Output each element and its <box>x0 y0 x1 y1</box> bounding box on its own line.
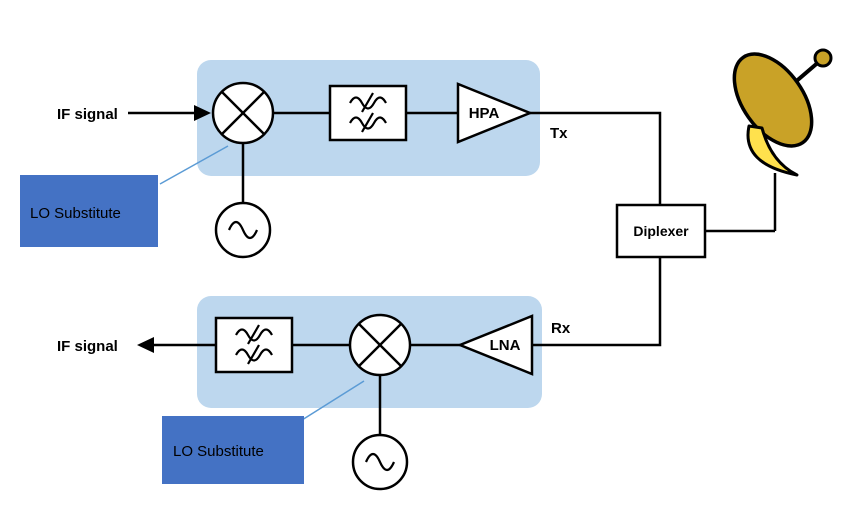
lo-substitute-label: LO Substitute <box>30 205 121 222</box>
rx-oscillator-icon <box>351 375 409 491</box>
tx-mixer-icon <box>211 81 275 145</box>
tx-chain-group <box>128 81 662 259</box>
callout-line <box>159 145 229 185</box>
satellite-dish-icon <box>732 48 833 177</box>
rx-output-label: IF signal <box>57 338 118 355</box>
diplexer-group <box>615 173 777 259</box>
rx-mixer-icon <box>348 313 412 377</box>
lo-substitute-box <box>162 416 304 484</box>
hpa-label: HPA <box>469 105 500 122</box>
diplexer-label: Diplexer <box>633 223 689 239</box>
lo-substitute-box <box>20 175 158 247</box>
hpa-amplifier-icon <box>456 82 534 144</box>
lo-substitute-callout-rx: LO Substitute <box>162 380 365 484</box>
rx-bandpass-filter-icon <box>214 316 294 374</box>
rx-port-label: Rx <box>551 320 571 337</box>
callout-line <box>301 380 365 421</box>
diplexer-box <box>615 203 707 259</box>
tx-input-label: IF signal <box>57 106 118 123</box>
lna-amplifier-icon <box>456 314 534 376</box>
lo-substitute-callout-tx: LO Substitute <box>20 145 229 247</box>
lna-label: LNA <box>490 337 521 354</box>
diplexer-to-rx-wire <box>532 257 662 347</box>
arrow-right-icon <box>194 105 211 121</box>
arrow-left-icon <box>137 337 154 353</box>
rx-chain-group <box>137 257 662 491</box>
tx-to-diplexer-wire <box>530 111 662 205</box>
tx-bandpass-filter-icon <box>328 84 408 142</box>
lo-substitute-label: LO Substitute <box>173 443 264 460</box>
tx-port-label: Tx <box>550 125 568 142</box>
tx-oscillator-icon <box>214 143 272 259</box>
